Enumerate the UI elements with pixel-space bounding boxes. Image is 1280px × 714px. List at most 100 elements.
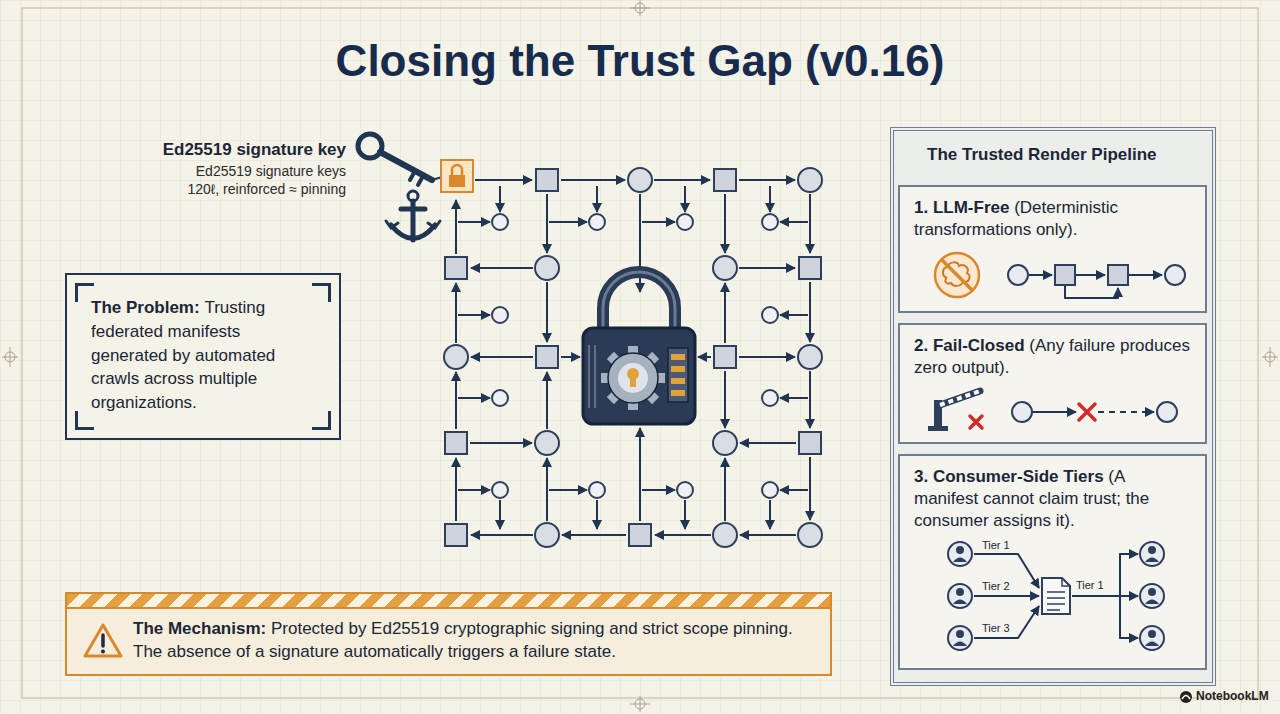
tier-label: Tier 1: [982, 538, 1010, 552]
flow-circle: [1165, 265, 1185, 285]
text-block: 2. Fail-Closed(Any failure produces zero…: [900, 325, 1205, 383]
tier-label: Tier 1: [1076, 578, 1104, 592]
arrow-line: [546, 194, 548, 253]
arrow-line: [499, 186, 501, 212]
graph-dot: [492, 482, 508, 498]
flow-square: [799, 432, 821, 454]
arrow-line: [458, 314, 490, 316]
arrow-line: [455, 283, 457, 343]
anchor-icon: [386, 191, 440, 240]
arrow-line: [458, 489, 490, 491]
problem-box: The Problem:Trusting federated manifests…: [65, 273, 341, 440]
warning-mark: [101, 635, 105, 646]
frame: [22, 8, 1258, 698]
step-icons: [900, 245, 1209, 311]
step-illustration: [900, 384, 1205, 442]
watermark-icon: [1180, 691, 1192, 703]
arrow-line: [471, 267, 533, 269]
key-caption: Ed25519 signature key: [163, 140, 346, 160]
arrow-line: [769, 500, 771, 529]
arrow-line: [455, 458, 457, 521]
lock-rib: [594, 345, 596, 408]
graph-dot: [677, 482, 693, 498]
graph-node: [798, 523, 822, 547]
gate-stripes: [940, 391, 980, 405]
person-head: [1148, 630, 1156, 638]
person-head: [956, 630, 964, 638]
warning-triangle: [85, 625, 121, 656]
arrow-line: [780, 397, 808, 399]
graph-node: [713, 431, 737, 455]
arrow-line: [780, 489, 808, 491]
flow-square: [445, 524, 467, 546]
lock-rib: [588, 345, 590, 408]
graph-dot: [492, 214, 508, 230]
arrow-line: [809, 194, 811, 253]
person-head: [956, 546, 964, 554]
arrow-line: [642, 489, 675, 491]
arrow-line: [809, 282, 811, 342]
step-illustration: [900, 245, 1205, 311]
arrow-line: [809, 371, 811, 428]
arrow-line: [724, 194, 726, 253]
doc-fold: [1062, 578, 1070, 586]
manifest-doc: [1042, 578, 1070, 614]
arrow-line: [1065, 286, 1118, 298]
flow-circle: [948, 542, 972, 566]
panel-slot: [671, 390, 685, 396]
arrow-line: [740, 442, 796, 444]
arrow-line: [561, 179, 625, 181]
flow-circle: [1157, 402, 1177, 422]
key-icon: [358, 134, 442, 185]
arrow-line: [740, 534, 796, 536]
shackle-shine: [603, 272, 675, 332]
arrow-line: [458, 221, 490, 223]
node-heading: 2. Fail-Closed: [914, 336, 1025, 355]
panel-slot: [671, 354, 685, 360]
arrow-line: [739, 179, 795, 181]
pipeline-panel: The Trusted Render Pipeline1. LLM-Free(D…: [890, 127, 1216, 686]
flow-circle: [1140, 584, 1164, 608]
person-body: [1145, 642, 1159, 647]
arrow-line: [684, 186, 686, 212]
arrow-line: [562, 534, 626, 536]
flow-circle: [948, 626, 972, 650]
text-block: The Mechanism:Protected by Ed25519 crypt…: [67, 594, 830, 674]
doc-lines: [1047, 592, 1065, 610]
arrow-line: [546, 458, 548, 521]
arrow-line: [639, 428, 641, 521]
arrow-line: [455, 200, 457, 254]
node-heading: The Problem:: [91, 298, 200, 317]
graph-dot: [589, 214, 605, 230]
person-head: [1148, 546, 1156, 554]
step-box: 1. LLM-Free(Deterministic transformation…: [898, 185, 1207, 313]
diagram-title: Closing the Trust Gap (v0.16): [0, 36, 1280, 86]
arrow-line: [596, 500, 598, 529]
panel-slot: [671, 378, 685, 384]
person-body: [1145, 558, 1159, 563]
arrow-line: [561, 356, 580, 358]
corner-bracket: [312, 411, 331, 430]
corner-bracket: [75, 411, 94, 430]
arrow-line: [471, 356, 533, 358]
arrow-line: [809, 457, 811, 520]
warning-dot: [101, 650, 105, 654]
arrow-line: [1098, 411, 1154, 413]
person-body: [1145, 600, 1159, 605]
flow-square: [629, 524, 651, 546]
person-body: [953, 558, 967, 563]
flow-square: [714, 169, 736, 191]
person-head: [1148, 588, 1156, 596]
arrow-line: [684, 500, 686, 529]
step-box: 2. Fail-Closed(Any failure produces zero…: [898, 323, 1207, 444]
graph-dot: [677, 214, 693, 230]
arrow-line: [458, 397, 490, 399]
arrow-line: [769, 186, 771, 212]
arrow-line: [546, 282, 548, 342]
tier-label: Tier 3: [982, 621, 1010, 635]
gate-arm: [940, 391, 980, 405]
